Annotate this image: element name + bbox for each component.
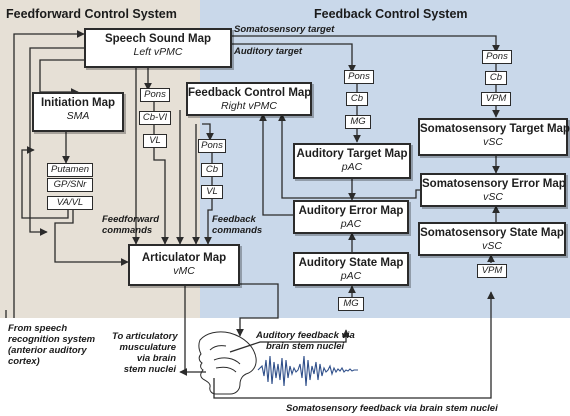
auditory-feedback-line-2: brain stem nuclei	[266, 341, 345, 352]
feedback-system-title: Feedback Control System	[314, 7, 468, 21]
feedback-commands-label: Feedback commands	[212, 214, 262, 236]
auditory-error-map-region: pAC	[340, 218, 362, 230]
feedback-commands-line-1: Feedback	[212, 214, 256, 225]
musculature-line-4: stem nuclei	[123, 364, 176, 375]
speech-recognition-line-1: From speech	[8, 323, 68, 334]
auditory-error-map-title: Auditory Error Map	[298, 205, 404, 217]
vpm-box-top[interactable]: VPM	[481, 92, 511, 106]
auditory-state-map-region: pAC	[340, 270, 362, 282]
somatosensory-error-map[interactable]: Somatosensory Error Map vSC	[420, 173, 566, 207]
auditory-feedback-label: Auditory feedback via brain stem nuclei	[256, 330, 355, 352]
somatosensory-error-map-title: Somatosensory Error Map	[422, 178, 566, 190]
somatosensory-state-map-title: Somatosensory State Map	[420, 227, 564, 239]
auditory-target-map[interactable]: Auditory Target Map pAC	[293, 143, 411, 179]
cb-box-somatosensory[interactable]: Cb	[485, 71, 507, 85]
pons-box-somatosensory[interactable]: Pons	[482, 50, 512, 64]
musculature-line-3: via brain	[136, 353, 176, 364]
articulator-map-title: Articulator Map	[141, 252, 227, 264]
auditory-target-label: Auditory target	[234, 46, 303, 57]
auditory-state-map[interactable]: Auditory State Map pAC	[293, 252, 409, 286]
mg-box-top[interactable]: MG	[345, 115, 371, 129]
musculature-line-2: musculature	[119, 342, 177, 353]
mg-box-bottom[interactable]: MG	[338, 297, 364, 311]
somatosensory-state-map-region: vSC	[482, 240, 502, 252]
speech-recognition-line-3: (anterior auditory	[8, 345, 87, 356]
articulator-map-region: vMC	[173, 265, 195, 277]
feedback-control-map-title: Feedback Control Map	[188, 87, 312, 99]
feedforward-system-title: Feedforward Control System	[6, 7, 177, 21]
feedforward-commands-line-1: Feedforward	[102, 214, 160, 225]
auditory-feedback-line-1: Auditory feedback via	[256, 330, 355, 341]
initiation-map[interactable]: Initiation Map SMA	[32, 92, 124, 132]
pons-box-auditory[interactable]: Pons	[344, 70, 374, 84]
feedforward-commands-label: Feedforward commands	[102, 214, 159, 236]
feedback-control-map-region: Right vPMC	[220, 100, 277, 112]
speech-recognition-line-4: cortex)	[8, 356, 40, 367]
somatosensory-feedback-label: Somatosensory feedback via brain stem nu…	[286, 403, 498, 414]
cb-box-feedback[interactable]: Cb	[201, 163, 223, 177]
feedforward-commands-line-2: commands	[102, 225, 153, 236]
vl-box-feedback[interactable]: VL	[201, 185, 223, 199]
initiation-map-region: SMA	[66, 110, 90, 122]
somatosensory-state-map[interactable]: Somatosensory State Map vSC	[418, 222, 566, 256]
vpm-box-bottom[interactable]: VPM	[477, 264, 507, 278]
somatosensory-target-map-region: vSC	[483, 136, 503, 148]
musculature-line-1: To articulatory	[112, 331, 178, 342]
auditory-target-map-region: pAC	[341, 161, 363, 173]
pons-box-feedback[interactable]: Pons	[198, 139, 226, 153]
speech-sound-map[interactable]: Speech Sound Map Left vPMC	[84, 28, 232, 68]
va-vl-box[interactable]: VA/VL	[47, 196, 93, 210]
auditory-error-map[interactable]: Auditory Error Map pAC	[293, 200, 409, 234]
gp-snr-box[interactable]: GP/SNr	[47, 178, 93, 192]
somatosensory-target-map-title: Somatosensory Target Map	[420, 123, 570, 135]
initiation-map-title: Initiation Map	[40, 97, 116, 109]
somatosensory-error-map-region: vSC	[483, 191, 503, 203]
somatosensory-target-label: Somatosensory target	[234, 24, 335, 35]
cb-box-auditory[interactable]: Cb	[346, 92, 368, 106]
auditory-state-map-title: Auditory State Map	[298, 257, 404, 269]
speech-recognition-label: From speech recognition system (anterior…	[8, 323, 95, 367]
speech-sound-map-title: Speech Sound Map	[104, 33, 212, 45]
cb-vi-box[interactable]: Cb-VI	[139, 111, 171, 125]
speech-sound-map-region: Left vPMC	[133, 46, 183, 58]
feedback-commands-line-2: commands	[212, 225, 263, 236]
vl-box-feedforward[interactable]: VL	[143, 134, 167, 148]
speech-recognition-line-2: recognition system	[8, 334, 96, 345]
pons-box-feedforward[interactable]: Pons	[140, 88, 170, 102]
feedback-control-map[interactable]: Feedback Control Map Right vPMC	[186, 82, 312, 116]
musculature-label: To articulatory musculature via brain st…	[112, 331, 178, 375]
articulator-map[interactable]: Articulator Map vMC	[128, 244, 240, 286]
putamen-box[interactable]: Putamen	[47, 163, 93, 177]
somatosensory-target-map[interactable]: Somatosensory Target Map vSC	[418, 118, 570, 156]
auditory-target-map-title: Auditory Target Map	[296, 148, 408, 160]
